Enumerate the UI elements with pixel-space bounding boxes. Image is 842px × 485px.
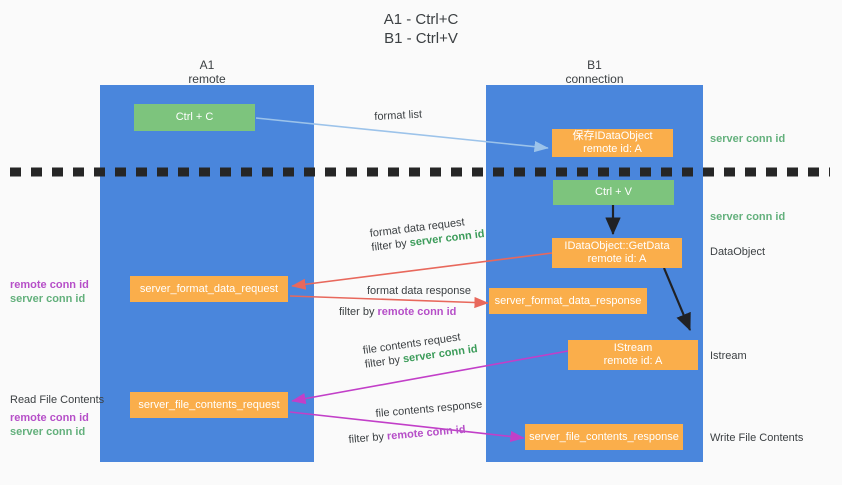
side-note-dataobject: DataObject [710, 246, 766, 258]
connector-file-contents-request [291, 350, 569, 405]
node-idataobject-saved[interactable]: 保存IDataObject remote id: A [552, 129, 673, 157]
edge-label-format-list-text: format list [374, 108, 423, 123]
node-server-file-contents-response-label: server_file_contents_response [529, 430, 679, 443]
connector-file-contents-response [289, 411, 525, 443]
lane-header-a1: A1 remote [100, 58, 314, 86]
node-idataobject-saved-line2: remote id: A [583, 143, 642, 155]
side-note-istream: Istream [710, 350, 747, 362]
node-istream[interactable]: IStream remote id: A [568, 340, 698, 370]
node-ctrl-v[interactable]: Ctrl + V [553, 180, 674, 205]
side-note-remote-conn-id-1: remote conn id [10, 279, 89, 291]
side-note-server-conn-id-2: server conn id [10, 426, 86, 438]
lane-b1-title: B1 [587, 58, 602, 72]
node-idataobject-saved-line1: 保存IDataObject [572, 130, 653, 142]
node-server-format-data-response-label: server_format_data_response [494, 294, 642, 307]
side-note-server-conn-id-mid: server conn id [710, 211, 786, 223]
side-note-group-file-contents: remote conn id server conn id [10, 411, 89, 439]
filter-prefix: filter by [348, 430, 388, 446]
side-note-server-conn-id-top: server conn id [710, 133, 786, 145]
node-istream-line1: IStream [613, 342, 653, 354]
title-line-1: A1 - Ctrl+C [383, 11, 459, 28]
node-server-file-contents-request-label: server_file_contents_request [138, 398, 280, 411]
side-note-remote-conn-id-2: remote conn id [10, 412, 89, 424]
edge-label-format-data-response-filter: filter by remote conn id [339, 305, 456, 319]
side-note-server-conn-id-1: server conn id [10, 293, 86, 305]
filter-value-remote-conn-id: remote conn id [377, 306, 457, 318]
filter-prefix: filter by [339, 306, 378, 318]
connector-format-data-request [291, 252, 553, 290]
node-ctrl-c[interactable]: Ctrl + C [134, 104, 255, 131]
node-server-file-contents-request[interactable]: server_file_contents_request [130, 392, 288, 418]
lane-b1-subtitle: connection [565, 72, 624, 86]
node-idataobject-getdata[interactable]: IDataObject::GetData remote id: A [552, 238, 682, 268]
node-ctrl-c-label: Ctrl + C [175, 111, 214, 123]
node-idataobject-getdata-line2: remote id: A [587, 253, 647, 265]
side-note-write-file-contents: Write File Contents [710, 432, 804, 444]
node-server-file-contents-response[interactable]: server_file_contents_response [525, 424, 683, 450]
node-istream-line2: remote id: A [603, 355, 663, 367]
lane-a1-title: A1 [199, 58, 215, 72]
side-note-group-format-data: remote conn id server conn id [10, 278, 89, 306]
title-line-2: B1 - Ctrl+V [384, 30, 458, 47]
connector-format-list [255, 117, 549, 153]
page-title: A1 - Ctrl+C B1 - Ctrl+V [0, 10, 842, 48]
node-idataobject-getdata-line1: IDataObject::GetData [564, 240, 670, 252]
side-note-read-file-contents: Read File Contents [10, 394, 105, 406]
edge-label-format-list: format list [374, 108, 422, 124]
connector-getdata-to-istream [662, 267, 692, 332]
lane-header-b1: B1 connection [486, 58, 703, 86]
connector-format-data-response [289, 295, 489, 309]
lane-a1-subtitle: remote [188, 72, 226, 86]
node-ctrl-v-label: Ctrl + V [595, 186, 632, 198]
node-server-format-data-request-label: server_format_data_request [139, 282, 279, 295]
node-server-format-data-response[interactable]: server_format_data_response [489, 288, 647, 314]
edge-label-format-data-response-text: format data response [367, 285, 471, 297]
edge-label-format-data-response: format data response [367, 284, 471, 298]
node-server-format-data-request[interactable]: server_format_data_request [130, 276, 288, 302]
